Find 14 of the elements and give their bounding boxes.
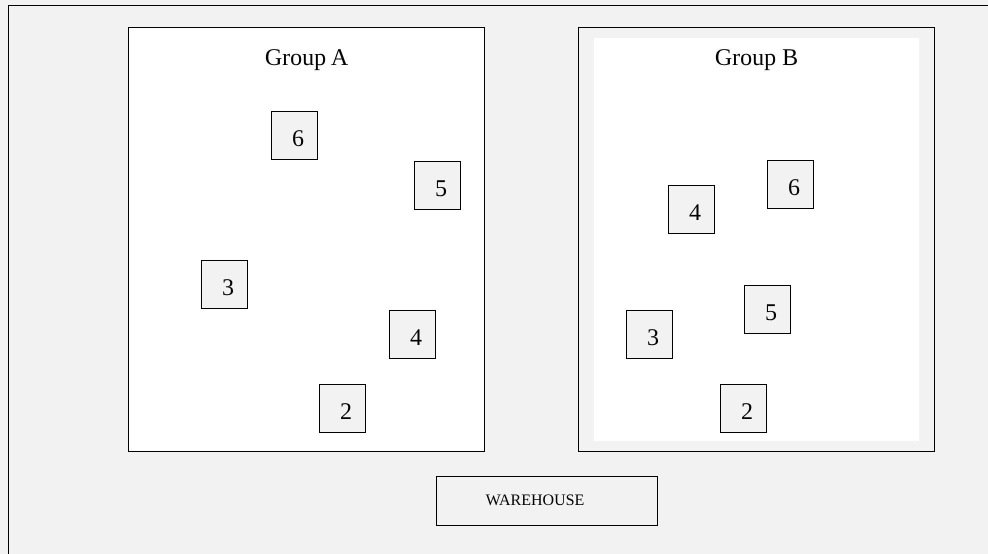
numbered-box: 5 (414, 160, 460, 210)
numbered-box: 3 (200, 260, 248, 308)
numbered-box: 4 (388, 310, 436, 358)
numbered-box: 2 (720, 384, 766, 432)
numbered-box: 6 (766, 160, 814, 208)
group-title: Group B (714, 44, 798, 72)
numbered-box: 2 (318, 384, 366, 432)
group-title: Group A (264, 44, 348, 72)
numbered-box: 5 (744, 284, 790, 334)
numbered-box: 4 (668, 184, 714, 234)
numbered-box: 6 (270, 110, 318, 160)
warehouse-box: WAREHOUSE (436, 476, 658, 526)
group-frame (128, 27, 485, 452)
numbered-box: 3 (626, 310, 672, 358)
